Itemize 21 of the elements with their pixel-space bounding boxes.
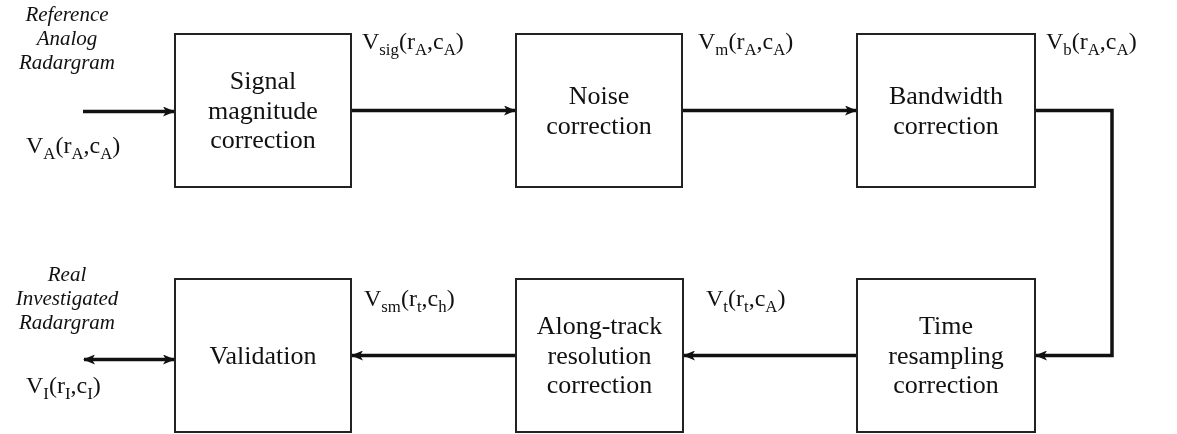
data-source-label: Real Investigated Radargram bbox=[14, 262, 120, 335]
box-label: Along-track resolution correction bbox=[535, 310, 664, 401]
box-label: Time resampling correction bbox=[887, 310, 1005, 401]
arrow bbox=[683, 350, 856, 361]
process-box bbox=[174, 278, 352, 433]
box-label: Validation bbox=[209, 340, 317, 371]
process-box bbox=[174, 33, 352, 188]
arrow bbox=[83, 106, 175, 117]
box-label: Signal magnitude correction bbox=[207, 65, 319, 156]
process-box bbox=[515, 278, 684, 433]
process-box bbox=[856, 278, 1036, 433]
arrow bbox=[1035, 108, 1114, 361]
box-label: Bandwidth correction bbox=[887, 80, 1005, 141]
data-source-label: Reference Analog Radargram bbox=[17, 2, 117, 75]
process-box bbox=[515, 33, 683, 188]
arrow bbox=[683, 105, 857, 116]
box-label: Noise correction bbox=[545, 80, 653, 141]
arrow bbox=[83, 354, 175, 365]
arrow bbox=[352, 105, 516, 116]
arrow bbox=[351, 350, 515, 361]
process-box bbox=[856, 33, 1036, 188]
